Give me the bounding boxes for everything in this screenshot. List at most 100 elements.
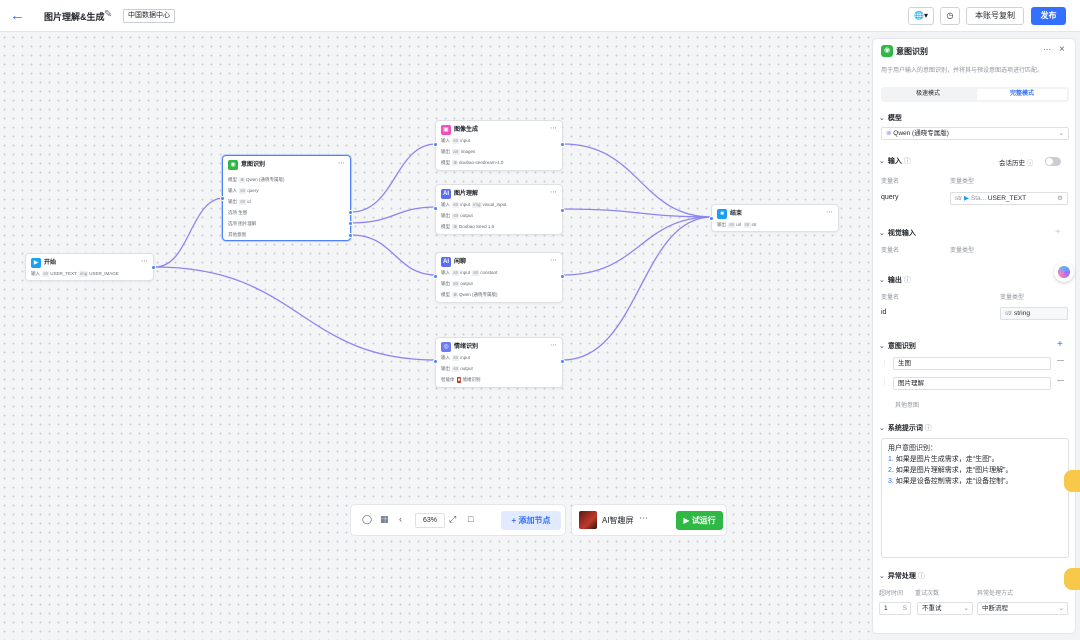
image-node-icon: ▣ (441, 125, 451, 135)
add-intent-icon[interactable]: + (1057, 339, 1063, 350)
section-output[interactable]: ⌄输出 ⓘ (879, 277, 911, 284)
info-icon: ⓘ (917, 573, 925, 580)
mascot-icon[interactable] (1064, 470, 1080, 492)
section-error-handling[interactable]: ⌄异常处理 ⓘ (879, 573, 925, 580)
chevron-down-icon: ⌄ (963, 605, 969, 612)
assistant-orb-icon[interactable] (1054, 262, 1074, 282)
output-port[interactable] (348, 221, 353, 226)
edges-layer (154, 143, 713, 361)
more-icon[interactable]: ⋯ (338, 160, 345, 167)
input-var-ref[interactable]: str ▶ Sta... USER_TEXT⚙ (950, 192, 1068, 205)
col-var-name: 变量名 (881, 295, 900, 301)
mascot-icon[interactable] (1064, 568, 1080, 590)
timeout-label: 超时时间 (879, 591, 904, 597)
output-port[interactable] (560, 208, 565, 213)
output-port[interactable] (560, 142, 565, 147)
lock-icon[interactable]: □ (468, 514, 474, 524)
method-select[interactable]: 中断流程⌄ (977, 602, 1068, 615)
tab-fast-mode[interactable]: 极速模式 (915, 91, 940, 97)
node-end-title: ■结束 (717, 209, 742, 219)
intent-option-1[interactable]: 生图 (893, 357, 1051, 370)
edge-emotion-end (562, 216, 713, 361)
output-port[interactable] (560, 274, 565, 279)
more-icon[interactable]: ⋯ (639, 513, 648, 523)
section-model[interactable]: ⌄模型 (879, 115, 902, 122)
section-visual-input[interactable]: ⌄视觉输入 (879, 230, 916, 237)
input-var-name: query (881, 194, 899, 201)
gear-icon[interactable]: ⚙ (1057, 195, 1063, 202)
section-input[interactable]: ⌄输入 ⓘ (879, 158, 911, 165)
fit-view-icon[interactable]: ⤢ (449, 514, 457, 524)
output-port[interactable] (151, 265, 156, 270)
retry-select[interactable]: 不重试⌄ (917, 602, 973, 615)
agent-thumbnail[interactable] (579, 511, 597, 529)
language-globe-icon[interactable]: 🌐▾ (908, 7, 934, 25)
add-visual-input-icon[interactable]: + (1055, 227, 1061, 238)
intent-option-2[interactable]: 图片理解 (893, 377, 1051, 390)
play-icon: ▶ (683, 516, 692, 525)
input-port[interactable] (220, 196, 225, 201)
input-port[interactable] (433, 359, 438, 364)
more-icon[interactable]: ⋯ (550, 342, 557, 349)
close-icon[interactable]: × (1059, 44, 1065, 55)
more-icon[interactable]: ⋯ (550, 257, 557, 264)
plus-icon: + (511, 516, 519, 525)
history-icon[interactable]: ◷ (940, 7, 960, 25)
more-icon[interactable]: ⋯ (1043, 45, 1051, 54)
col-var-type: 变量类型 (1000, 295, 1025, 301)
edit-icon[interactable]: ✎ (104, 9, 113, 20)
run-button[interactable]: ▶ 试运行 (676, 511, 723, 530)
collapse-icon[interactable]: ‹ (399, 514, 402, 524)
model-select[interactable]: ⊗ Qwen (通晓专属版)⌄ (881, 127, 1069, 140)
input-port[interactable] (433, 142, 438, 147)
layout-icon[interactable]: ▦ (380, 514, 389, 524)
output-port[interactable] (348, 233, 353, 238)
more-icon[interactable]: ⋯ (550, 125, 557, 132)
remove-icon[interactable]: — (1057, 377, 1064, 384)
section-system-prompt[interactable]: ⌄系统提示词 ⓘ (879, 425, 932, 432)
input-port[interactable] (433, 206, 438, 211)
input-port[interactable] (433, 274, 438, 279)
copy-button[interactable]: 本账号复制 (966, 7, 1024, 25)
input-port[interactable] (709, 216, 714, 221)
intent-node-icon: ◉ (881, 45, 893, 57)
add-node-button[interactable]: + 添加节点 (501, 511, 561, 530)
top-bar: ← 图片理解&生成 ✎ 中国数据中心 🌐▾ ◷ 本账号复制 发布 (0, 0, 1080, 32)
remove-icon[interactable]: — (1057, 357, 1064, 364)
tab-full-mode[interactable]: 完整模式 (977, 89, 1067, 100)
mouse-icon[interactable]: ◯ (362, 514, 373, 524)
zoom-level[interactable]: 63% (415, 513, 445, 528)
history-toggle[interactable] (1045, 157, 1061, 166)
drag-handle-icon[interactable]: ⋮ (881, 360, 888, 367)
ai-node-icon: AI (441, 257, 451, 267)
publish-button[interactable]: 发布 (1031, 7, 1066, 25)
edge-intent-chat (350, 234, 437, 276)
chevron-down-icon: ⌄ (879, 425, 885, 432)
more-icon[interactable]: ⋯ (550, 189, 557, 196)
output-port[interactable] (560, 359, 565, 364)
prompt-line: 3. 如果是设备控制需求，走“设备控制”。 (888, 478, 1013, 485)
more-icon[interactable]: ⋯ (141, 258, 148, 265)
section-intents[interactable]: ⌄意图识别 (879, 343, 916, 350)
node-row: 模型 ⊗Doubao Seed 1.6 (441, 224, 495, 230)
more-icon[interactable]: ⋯ (826, 209, 833, 216)
drag-handle-icon[interactable]: ⋮ (881, 380, 888, 387)
back-arrow-icon[interactable]: ← (10, 7, 25, 24)
start-node-icon: ▶ (31, 258, 41, 268)
output-port[interactable] (348, 210, 353, 215)
system-prompt-editor[interactable]: 用户意图识别： 1. 如果是图片生成需求，走“生图”。 2. 如果是图片理解需求… (881, 438, 1069, 558)
